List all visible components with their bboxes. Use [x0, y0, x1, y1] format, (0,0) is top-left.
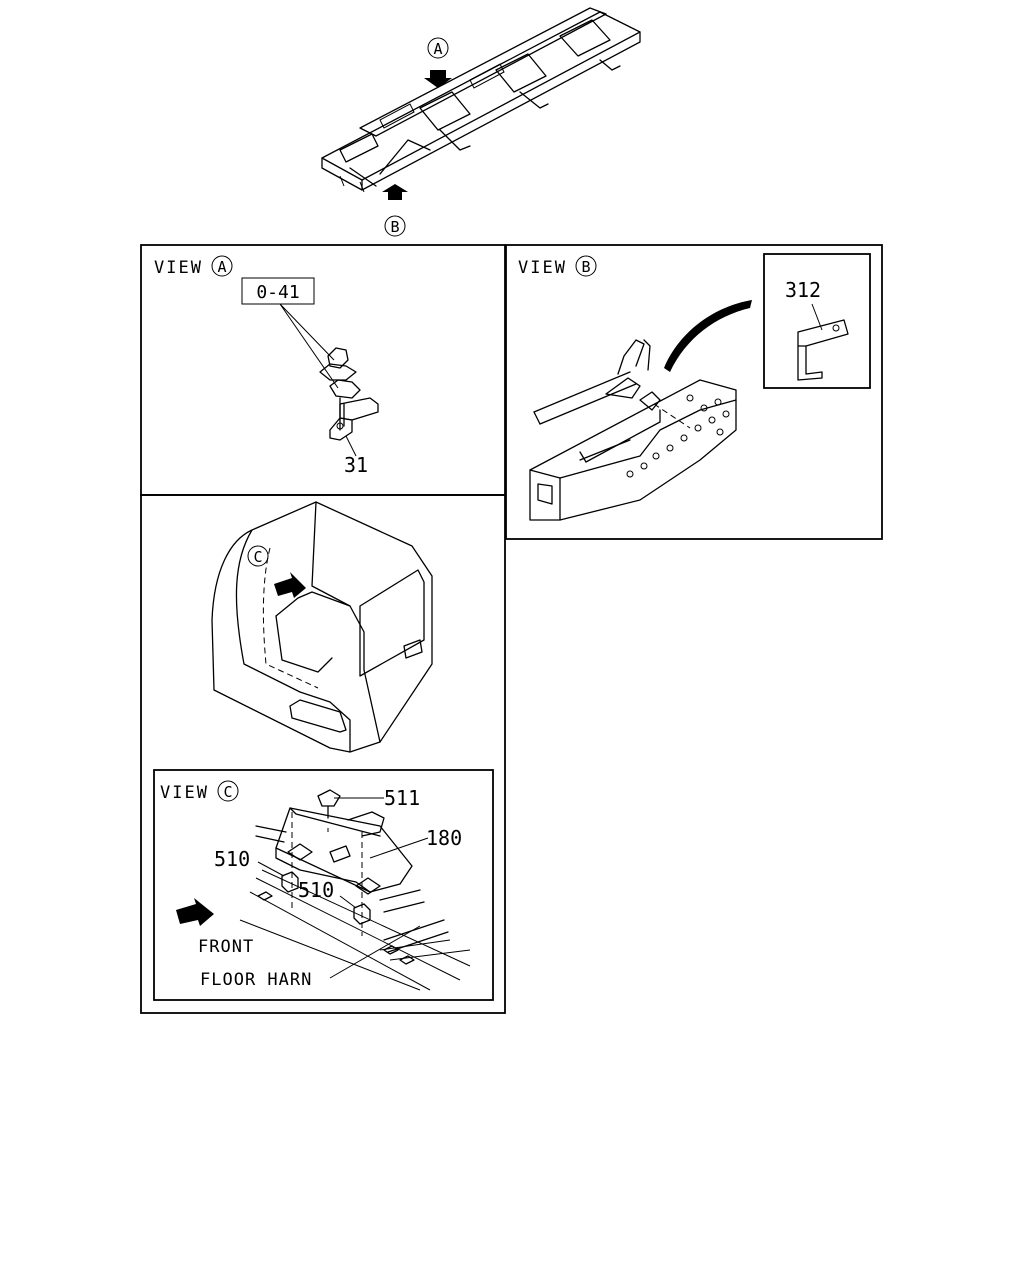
part-510-right-label: 510	[298, 878, 334, 902]
ref-box-frame	[241, 277, 315, 305]
front-arrow-icon	[176, 898, 214, 926]
chassis-frame-illustration	[321, 7, 641, 200]
callout-a-label: A	[433, 40, 442, 58]
callout-a: A	[427, 37, 449, 59]
view-c-title: VIEW	[160, 783, 209, 803]
part-312-label: 312	[785, 278, 821, 302]
ref-box-label: 0-41	[256, 282, 299, 303]
callout-c-label: C	[253, 548, 262, 566]
floor-harness-label: FLOOR HARN	[200, 970, 312, 990]
part-31-label: 31	[344, 453, 368, 477]
view-c-inset: VIEW C 511 180	[153, 769, 494, 1001]
swoosh-connector	[664, 300, 752, 372]
cab-illustration	[211, 501, 433, 753]
view-b-panel: VIEW B 312	[505, 244, 883, 540]
part-511-label: 511	[384, 786, 420, 810]
arrow-c-icon	[274, 572, 306, 598]
view-a-callout: A	[217, 258, 226, 276]
front-label: FRONT	[198, 937, 254, 957]
callout-b: B	[384, 215, 406, 237]
callout-b-label: B	[390, 218, 399, 236]
arrow-b-icon	[382, 184, 408, 200]
view-a-panel: VIEW A 0-41 31	[140, 244, 506, 496]
arrow-a-icon	[424, 70, 452, 88]
detail-inset-312	[763, 253, 871, 389]
part-510-left-label: 510	[214, 847, 250, 871]
view-b-callout: B	[581, 258, 590, 276]
view-c-callout: C	[223, 783, 232, 801]
view-b-title: VIEW	[518, 258, 567, 278]
part-180-label: 180	[426, 826, 462, 850]
frame-holes	[626, 394, 730, 478]
cab-and-view-c-panel: C VIEW C 511	[140, 494, 506, 1014]
view-a-title: VIEW	[154, 258, 203, 278]
